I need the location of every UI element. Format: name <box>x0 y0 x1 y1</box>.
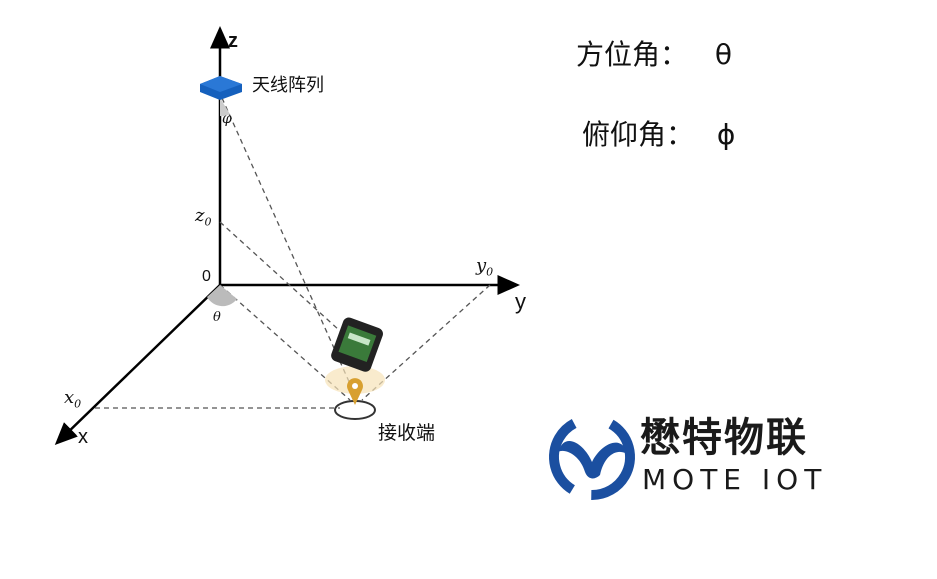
projection-lines <box>95 97 491 409</box>
logo-english-name: MOTE IOT <box>642 463 828 496</box>
z0-label: z0 <box>195 206 211 228</box>
receiver-label: 接收端 <box>378 423 436 444</box>
phi-arc <box>220 98 230 117</box>
x-axis <box>54 284 221 445</box>
receiver-icon <box>325 366 385 420</box>
y0-sub: 0 <box>486 265 494 279</box>
origin-label: 0 <box>202 268 211 285</box>
x0-label: x0 <box>64 388 81 410</box>
antenna-array-label: 天线阵列 <box>252 75 324 95</box>
x0-sub: 0 <box>74 397 82 411</box>
elevation-label: 俯仰角： <box>582 118 695 151</box>
y0-label: y0 <box>476 256 493 278</box>
x0-letter: x <box>64 387 75 408</box>
azimuth-symbol: θ <box>714 38 733 71</box>
z0-sub: 0 <box>204 215 212 229</box>
phi-label: φ <box>222 111 232 127</box>
y0-letter: y <box>476 255 487 276</box>
elevation-symbol: ϕ <box>716 118 736 151</box>
azimuth-row: 方位角： θ <box>576 38 732 72</box>
z-axis-label: z <box>228 30 238 52</box>
azimuth-label: 方位角： <box>576 38 689 71</box>
antenna-array-icon <box>200 76 242 100</box>
theta-arc <box>207 285 237 307</box>
smartwatch-icon <box>331 317 383 372</box>
y-axis-label: y <box>515 289 526 314</box>
logo-chinese-name: 懋特物联 <box>640 415 808 461</box>
x-axis-label: x <box>78 426 88 448</box>
elevation-row: 俯仰角： ϕ <box>582 118 735 152</box>
z0-letter: z <box>195 205 205 226</box>
theta-label: θ <box>213 310 221 325</box>
